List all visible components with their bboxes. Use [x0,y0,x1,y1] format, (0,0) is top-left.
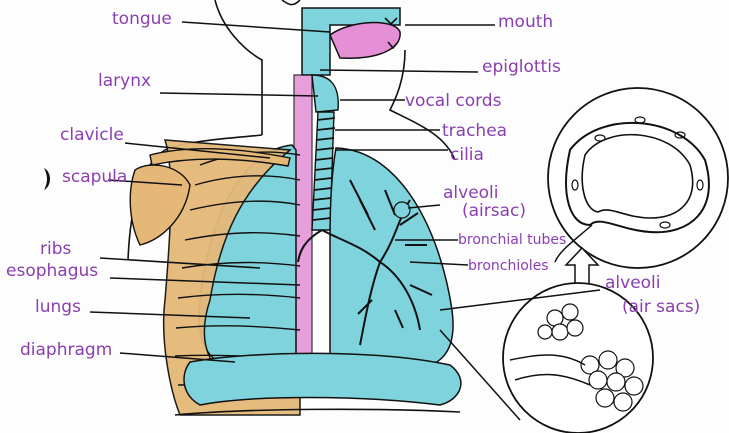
label-tongue: tongue [112,9,172,29]
alveoli-cluster-small [394,202,410,218]
label-alveoli-1: alveoli [443,183,499,203]
label-esophagus: esophagus [6,261,98,281]
larynx [312,75,338,112]
label-alveoli-2: alveoli [605,273,661,293]
label-epiglottis: epiglottis [482,57,561,77]
mouth-cavity [330,23,400,59]
label-bronchial-tubes: bronchial tubes [458,232,566,248]
label-larynx: larynx [98,71,151,91]
label-bronchioles: bronchioles [468,258,549,274]
label-clavicle: clavicle [60,125,124,145]
head-outline [215,0,300,135]
label-trachea: trachea [442,121,507,141]
label-lungs: lungs [35,297,81,317]
label-airsac: (airsac) [462,201,526,221]
alveolus-inset [548,88,728,268]
label-scapula: scapula [62,167,127,187]
label-vocal-cords: vocal cords [405,91,502,111]
label-cilia: cilia [450,145,484,165]
right-lung [330,148,453,372]
crescent-mark [44,168,50,190]
label-diaphragm: diaphragm [20,340,112,360]
label-air-sacs: (air sacs) [622,297,700,317]
label-ribs: ribs [40,239,72,259]
label-mouth: mouth [498,12,553,32]
